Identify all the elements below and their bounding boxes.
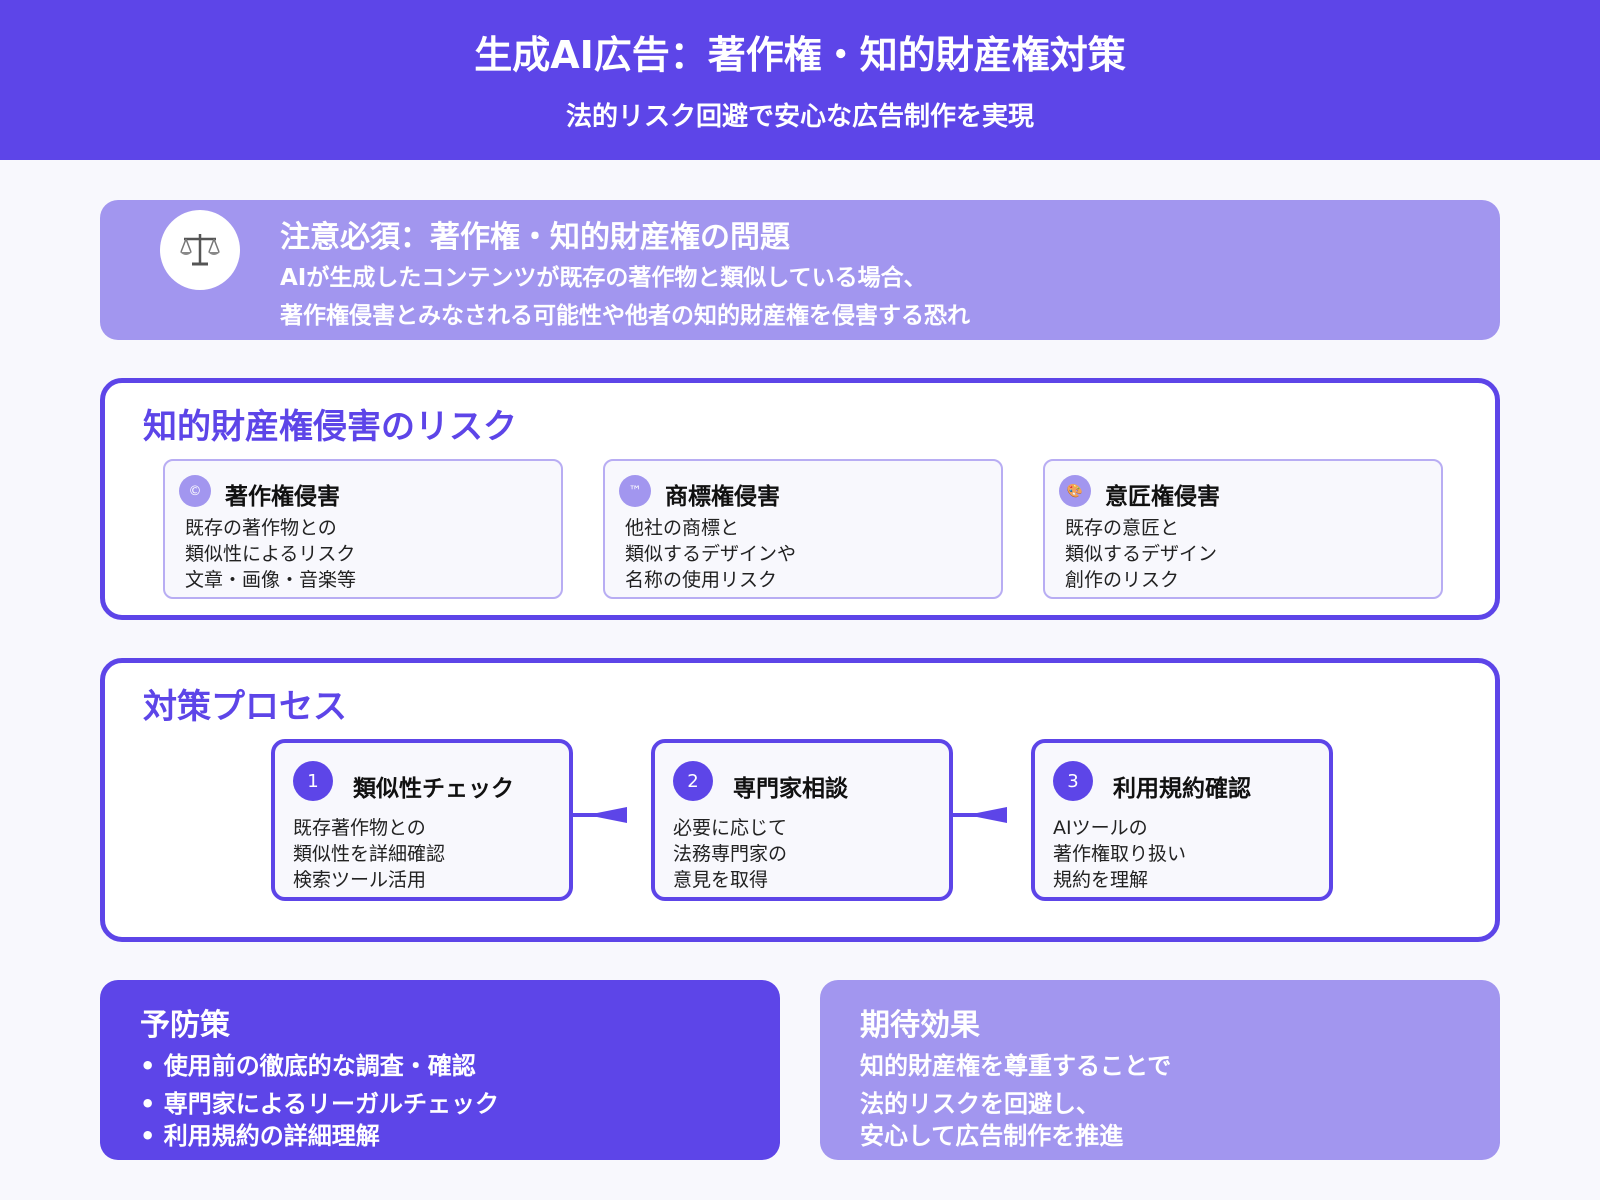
effect-box: 期待効果 知的財産権を尊重することで 法的リスクを回避し、 安心して広告制作を推… [820, 980, 1500, 1160]
process-step-2: 2 専門家相談 必要に応じて 法務専門家の 意見を取得 [651, 739, 953, 901]
prevention-box: 予防策 • 使用前の徹底的な調査・確認 • 専門家によるリーガルチェック • 利… [100, 980, 780, 1160]
risk-card-line: 創作のリスク [1065, 569, 1180, 591]
risk-panel: 知的財産権侵害のリスク © 著作権侵害 既存の著作物との 類似性によるリスク 文… [100, 378, 1500, 620]
effect-item: 法的リスクを回避し、 [860, 1090, 1100, 1118]
prevention-title: 予防策 [140, 1008, 230, 1043]
step-line: 法務専門家の [673, 843, 788, 865]
step-number-badge: 3 [1053, 761, 1093, 801]
header-banner: 生成AI広告：著作権・知的財産権対策 法的リスク回避で安心な広告制作を実現 [0, 0, 1600, 160]
effect-item: 知的財産権を尊重することで [860, 1052, 1172, 1080]
step-line: 類似性を詳細確認 [293, 843, 446, 865]
risk-card-line: 類似性によるリスク [185, 543, 356, 565]
process-step-3: 3 利用規約確認 AIツールの 著作権取り扱い 規約を理解 [1031, 739, 1333, 901]
palette-icon: 🎨 [1059, 475, 1091, 507]
trademark-icon: ™ [619, 475, 651, 507]
page-subtitle: 法的リスク回避で安心な広告制作を実現 [565, 102, 1034, 132]
step-line: 必要に応じて [673, 817, 788, 839]
prevention-item: • 利用規約の詳細理解 [140, 1122, 380, 1150]
risk-panel-title: 知的財産権侵害のリスク [143, 407, 517, 447]
effect-item: 安心して広告制作を推進 [860, 1122, 1124, 1150]
arrow-left-icon [569, 807, 627, 823]
risk-card-line: 名称の使用リスク [625, 569, 778, 591]
scales-icon [160, 210, 240, 290]
step-line: AIツールの [1053, 817, 1148, 839]
step-line: 既存著作物との [293, 817, 426, 839]
risk-card-title: 著作権侵害 [225, 484, 340, 510]
effect-title: 期待効果 [860, 1008, 980, 1043]
warning-text-line: AIが生成したコンテンツが既存の著作物と類似している場合、 [280, 265, 927, 291]
step-line: 意見を取得 [673, 869, 769, 891]
copyright-icon: © [179, 475, 211, 507]
warning-text-line: 著作権侵害とみなされる可能性や他者の知的財産権を侵害する恐れ [280, 303, 970, 329]
risk-card-title: 商標権侵害 [665, 484, 780, 510]
risk-card-title: 意匠権侵害 [1105, 484, 1220, 510]
risk-card-line: 文章・画像・音楽等 [185, 569, 357, 591]
risk-card-line: 他社の商標と [625, 517, 740, 539]
risk-card-copyright: © 著作権侵害 既存の著作物との 類似性によるリスク 文章・画像・音楽等 [163, 459, 563, 599]
scales-icon-graphic [180, 234, 220, 266]
prevention-item: • 使用前の徹底的な調査・確認 [140, 1052, 476, 1080]
risk-card-line: 既存の意匠と [1065, 517, 1180, 539]
warning-title: 注意必須：著作権・知的財産権の問題 [280, 220, 790, 255]
warning-box: 注意必須：著作権・知的財産権の問題 AIが生成したコンテンツが既存の著作物と類似… [100, 200, 1500, 340]
page-title: 生成AI広告：著作権・知的財産権対策 [474, 33, 1126, 77]
prevention-item: • 専門家によるリーガルチェック [140, 1090, 499, 1118]
arrow-left-icon [949, 807, 1007, 823]
step-title: 類似性チェック [353, 776, 514, 802]
step-number-badge: 1 [293, 761, 333, 801]
process-panel: 対策プロセス 1 類似性チェック 既存著作物との 類似性を詳細確認 検索ツール活… [100, 658, 1500, 942]
risk-card-line: 類似するデザインや [625, 543, 797, 565]
process-step-1: 1 類似性チェック 既存著作物との 類似性を詳細確認 検索ツール活用 [271, 739, 573, 901]
step-line: 検索ツール活用 [293, 869, 427, 891]
step-line: 著作権取り扱い [1053, 843, 1187, 865]
risk-card-line: 類似するデザイン [1065, 543, 1218, 565]
step-title: 利用規約確認 [1113, 776, 1251, 802]
step-title: 専門家相談 [733, 776, 848, 802]
risk-card-trademark: ™ 商標権侵害 他社の商標と 類似するデザインや 名称の使用リスク [603, 459, 1003, 599]
step-line: 規約を理解 [1053, 869, 1149, 891]
risk-card-line: 既存の著作物との [185, 517, 337, 539]
risk-card-design: 🎨 意匠権侵害 既存の意匠と 類似するデザイン 創作のリスク [1043, 459, 1443, 599]
step-number-badge: 2 [673, 761, 713, 801]
process-panel-title: 対策プロセス [143, 687, 347, 727]
